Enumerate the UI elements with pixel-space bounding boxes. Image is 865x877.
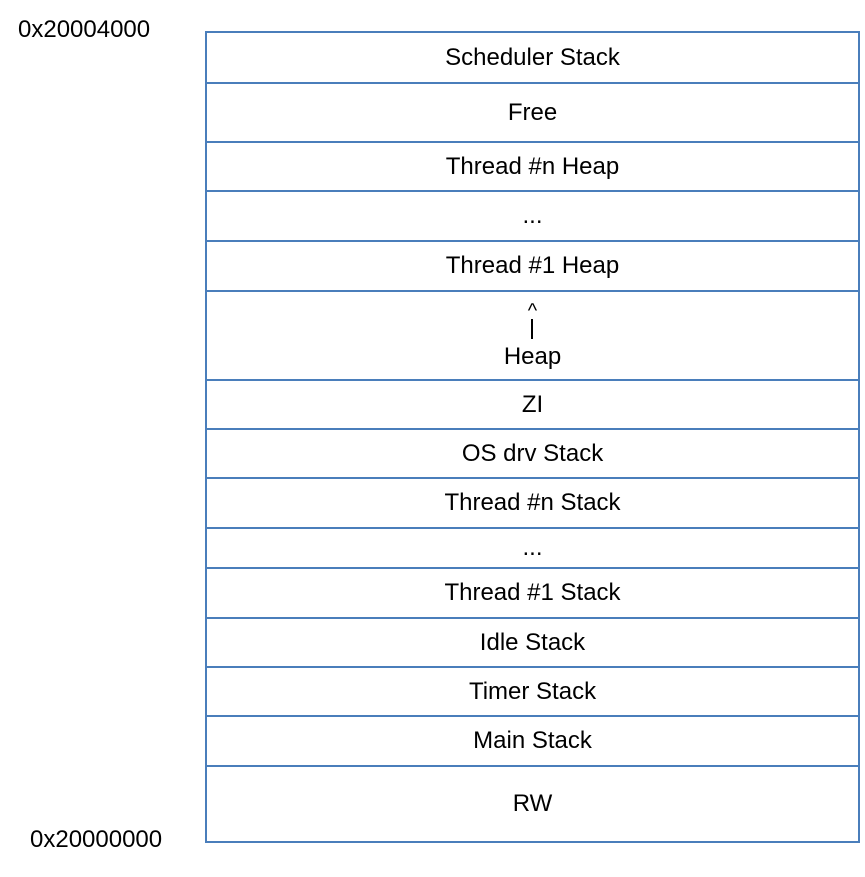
region-thread-n-stack: Thread #n Stack <box>207 479 858 529</box>
up-arrow-icon: ^ <box>528 305 537 339</box>
region-timer-stack: Timer Stack <box>207 668 858 717</box>
region-label: Thread #1 Stack <box>444 579 620 607</box>
region-heap: ^ Heap <box>207 292 858 381</box>
region-free: Free <box>207 84 858 143</box>
region-label: Thread #n Heap <box>446 153 619 181</box>
arrow-stem <box>531 319 533 339</box>
region-label: Thread #n Stack <box>444 489 620 517</box>
region-thread-1-heap: Thread #1 Heap <box>207 242 858 292</box>
region-label: Heap <box>504 343 561 371</box>
region-heap-ellipsis: ... <box>207 192 858 242</box>
region-label: OS drv Stack <box>462 440 603 468</box>
region-idle-stack: Idle Stack <box>207 619 858 668</box>
region-label: Main Stack <box>473 727 592 755</box>
region-label: Timer Stack <box>469 678 596 706</box>
region-stack-ellipsis: ... <box>207 529 858 569</box>
region-label: Scheduler Stack <box>445 44 620 72</box>
region-rw: RW <box>207 767 858 841</box>
region-label: ZI <box>522 391 543 419</box>
region-label: Idle Stack <box>480 629 585 657</box>
region-zi: ZI <box>207 381 858 430</box>
region-label: RW <box>513 790 553 818</box>
memory-map: Scheduler Stack Free Thread #n Heap ... … <box>205 31 860 843</box>
region-os-drv-stack: OS drv Stack <box>207 430 858 479</box>
region-scheduler-stack: Scheduler Stack <box>207 33 858 84</box>
bottom-address-label: 0x20000000 <box>30 826 162 854</box>
region-thread-1-stack: Thread #1 Stack <box>207 569 858 619</box>
arrow-head: ^ <box>528 305 537 319</box>
region-label: ... <box>522 202 542 230</box>
region-thread-n-heap: Thread #n Heap <box>207 143 858 192</box>
region-label: ... <box>522 534 542 562</box>
top-address-label: 0x20004000 <box>18 16 150 44</box>
region-main-stack: Main Stack <box>207 717 858 767</box>
region-label: Thread #1 Heap <box>446 252 619 280</box>
region-label: Free <box>508 99 557 127</box>
